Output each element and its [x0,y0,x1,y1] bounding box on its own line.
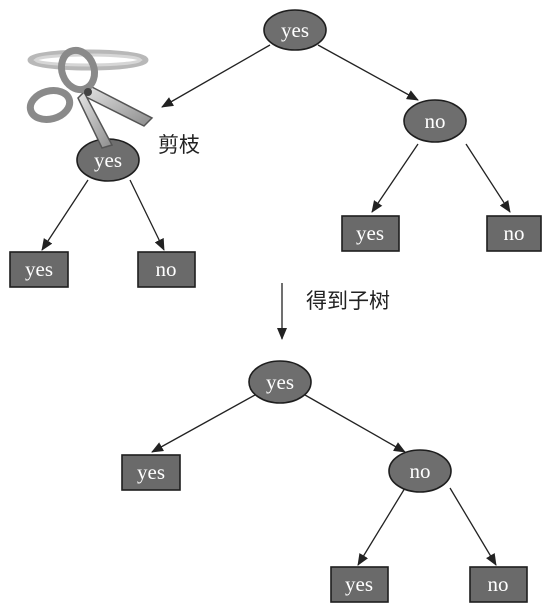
leaf-left-no: no [137,251,196,288]
node-label: yes [266,370,294,394]
node-label: yes [25,257,53,281]
subtree-leaf-right-yes: yes [330,566,389,603]
node-label: yes [356,221,384,245]
edge-left-to-leaf-no [129,179,165,251]
edge-right-to-leaf-no [465,143,511,213]
edge-root-to-right [317,44,419,101]
result-subtree: yes yes no yes no [121,360,528,603]
node-label: yes [94,148,122,172]
leaf-right-yes: yes [341,215,400,252]
subtree-leaf-right-no: no [469,566,528,603]
node-label: no [156,257,177,281]
tree-node-left-internal: yes [76,138,140,182]
subtree-node-right: no [388,449,452,493]
edge-sub-root-to-left-leaf [151,394,256,453]
scissors-icon [26,46,154,149]
node-label: yes [345,572,373,596]
node-label: no [425,109,446,133]
leaf-left-yes: yes [9,251,69,288]
edge-right-to-leaf-yes [371,143,419,213]
node-label: no [488,572,509,596]
original-tree: yes yes no yes no yes no [9,9,542,288]
node-label: yes [137,460,165,484]
node-label: yes [281,18,309,42]
node-label: no [504,221,525,245]
tree-node-right-internal: no [403,99,467,143]
edge-sub-right-to-leaf-no [449,487,497,566]
tree-node-root: yes [263,9,327,51]
leaf-right-no: no [486,215,542,252]
prune-label: 剪枝 [158,133,200,157]
edge-left-to-leaf-yes [41,179,89,251]
edge-sub-root-to-right [304,394,406,453]
edge-root-to-left [161,44,271,108]
result-label: 得到子树 [306,289,390,313]
edge-sub-right-to-leaf-yes [357,487,406,566]
subtree-leaf-left: yes [121,454,181,491]
subtree-node-root: yes [248,360,312,404]
node-label: no [410,459,431,483]
